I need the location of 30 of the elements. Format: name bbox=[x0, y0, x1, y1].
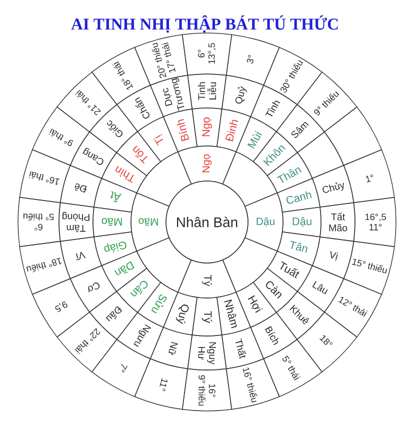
ring-sector: Bính bbox=[163, 108, 198, 152]
ring-sector: Mão bbox=[130, 192, 170, 252]
ring-sector: Tâm Phòng bbox=[58, 202, 94, 242]
ring-sector: 16° thái bbox=[19, 149, 71, 204]
ring-sector: Dậu bbox=[282, 206, 322, 238]
ring-sector: Ngọ bbox=[178, 146, 236, 184]
ring-sector: 16° thiếu bbox=[226, 358, 280, 410]
ring-sector: Mão bbox=[92, 206, 132, 238]
ring-sector: Đê bbox=[60, 164, 102, 208]
ring-sector: 16° 9° thiếu bbox=[182, 368, 232, 412]
ring-sector: 3° bbox=[226, 34, 280, 86]
ring-sector: Tinh Liễu bbox=[187, 74, 227, 110]
ring-sector: Quỷ bbox=[222, 74, 264, 118]
ring-sector: Dậu bbox=[244, 192, 284, 252]
ring-sector: 18° thiếu bbox=[19, 240, 71, 295]
title: AI TINH NHỊ THẬP BÁT TÚ THỨC bbox=[71, 15, 338, 33]
ring-sector: 15° thiếu bbox=[343, 240, 395, 295]
ring-sector: 16°,5 11° bbox=[353, 196, 396, 248]
ring-sector: Tý bbox=[178, 260, 236, 298]
ring-sector: Ngọ bbox=[192, 108, 222, 148]
ring-sector: Chủy bbox=[312, 164, 354, 208]
ring-sector: 1° bbox=[343, 149, 395, 204]
ring-sector bbox=[324, 106, 382, 166]
ring-sector: Nữ bbox=[150, 326, 192, 370]
ring-sector: Tất Mão bbox=[320, 202, 356, 242]
ring-sector: 11° bbox=[134, 358, 188, 410]
ring-sector: 6° 5° thiếu bbox=[18, 196, 61, 248]
ring-sector: 6° 13°,5 bbox=[182, 32, 232, 76]
ring-sector: Tý bbox=[192, 296, 222, 336]
ring-sector: Nguy Hư bbox=[187, 334, 227, 370]
